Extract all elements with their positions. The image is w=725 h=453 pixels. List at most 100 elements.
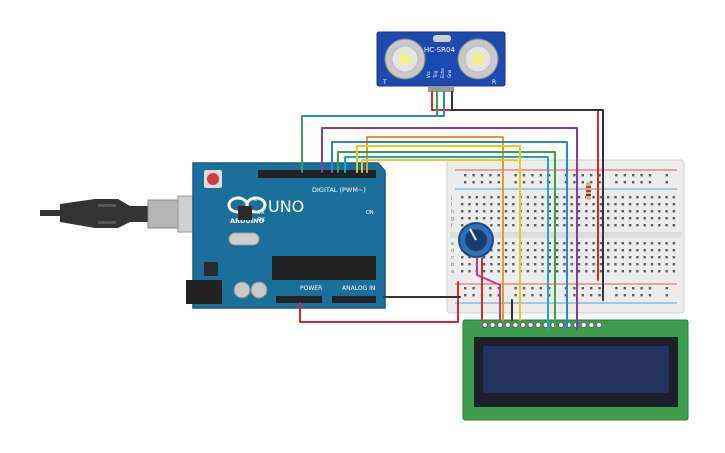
rail-hole[interactable] [548,181,551,184]
breadboard-hole[interactable] [621,242,624,245]
rail-hole[interactable] [581,174,584,177]
breadboard-hole[interactable] [541,210,544,213]
rail-hole[interactable] [489,181,492,184]
breadboard-hole[interactable] [614,217,617,220]
breadboard-hole[interactable] [563,242,566,245]
rail-hole[interactable] [590,294,593,297]
rail-hole[interactable] [480,181,484,184]
breadboard-hole[interactable] [541,263,544,266]
breadboard-hole[interactable] [585,256,588,259]
rail-hole[interactable] [548,294,551,297]
rail-hole[interactable] [489,174,492,177]
breadboard-hole[interactable] [650,210,654,213]
breadboard-hole[interactable] [570,263,573,266]
breadboard-hole[interactable] [658,203,661,206]
breadboard-hole[interactable] [628,270,632,273]
rail-hole[interactable] [573,181,576,184]
breadboard-hole[interactable] [643,256,646,259]
breadboard-hole[interactable] [563,217,566,220]
breadboard-hole[interactable] [636,263,639,266]
rail-hole[interactable] [598,287,601,290]
breadboard-hole[interactable] [650,196,654,199]
breadboard-hole[interactable] [512,224,515,227]
breadboard-hole[interactable] [665,217,668,220]
breadboard-hole[interactable] [541,203,544,206]
breadboard-hole[interactable] [461,256,464,259]
breadboard-hole[interactable] [534,270,537,273]
breadboard-hole[interactable] [482,217,486,220]
lcd-16x2[interactable] [462,319,689,421]
breadboard-hole[interactable] [592,203,595,206]
rail-hole[interactable] [489,287,492,290]
breadboard-hole[interactable] [541,196,544,199]
breadboard-hole[interactable] [555,196,559,199]
breadboard-hole[interactable] [497,256,500,259]
breadboard-hole[interactable] [497,270,500,273]
breadboard-hole[interactable] [526,210,530,213]
breadboard-hole[interactable] [512,242,515,245]
breadboard-hole[interactable] [541,224,544,227]
breadboard-hole[interactable] [512,210,515,213]
rail-hole[interactable] [640,174,643,177]
breadboard-hole[interactable] [475,203,478,206]
breadboard-hole[interactable] [526,263,530,266]
breadboard-hole[interactable] [497,224,500,227]
breadboard-hole[interactable] [672,249,676,252]
wires[interactable] [299,91,604,331]
breadboard-hole[interactable] [592,270,595,273]
breadboard-hole[interactable] [534,210,537,213]
breadboard-hole[interactable] [482,210,486,213]
breadboard-hole[interactable] [665,242,668,245]
breadboard-hole[interactable] [650,270,654,273]
breadboard-hole[interactable] [650,249,654,252]
rail-hole[interactable] [497,181,500,184]
breadboard-hole[interactable] [672,196,676,199]
rail-hole[interactable] [464,174,467,177]
breadboard-hole[interactable] [563,249,566,252]
rail-hole[interactable] [615,287,618,290]
breadboard-hole[interactable] [475,196,478,199]
potentiometer[interactable] [458,222,494,258]
breadboard-hole[interactable] [497,249,500,252]
breadboard-hole[interactable] [621,224,624,227]
rail-hole[interactable] [581,294,584,297]
breadboard-hole[interactable] [461,270,464,273]
rail-hole[interactable] [539,294,542,297]
breadboard-hole[interactable] [643,270,646,273]
breadboard-hole[interactable] [555,203,559,206]
rail-hole[interactable] [472,294,475,297]
breadboard-hole[interactable] [658,256,661,259]
breadboard-hole[interactable] [628,242,632,245]
rail-hole[interactable] [472,181,475,184]
lcd-pin[interactable] [497,321,504,329]
breadboard-hole[interactable] [636,224,639,227]
rail-hole[interactable] [464,294,467,297]
breadboard-hole[interactable] [650,242,654,245]
breadboard-hole[interactable] [490,270,493,273]
breadboard-hole[interactable] [548,210,551,213]
breadboard-hole[interactable] [658,249,661,252]
breadboard-hole[interactable] [672,203,676,206]
breadboard-hole[interactable] [643,217,646,220]
breadboard-hole[interactable] [577,203,581,206]
breadboard-hole[interactable] [607,256,610,259]
rail-hole[interactable] [623,174,626,177]
breadboard-hole[interactable] [577,196,581,199]
breadboard-hole[interactable] [490,224,493,227]
rail-hole[interactable] [640,181,643,184]
breadboard-hole[interactable] [534,263,537,266]
rail-hole[interactable] [590,181,593,184]
breadboard-hole[interactable] [636,249,639,252]
breadboard-hole[interactable] [636,256,639,259]
rail-hole[interactable] [665,174,668,177]
breadboard-hole[interactable] [461,263,464,266]
rail-hole[interactable] [472,174,475,177]
breadboard-hole[interactable] [526,196,530,199]
breadboard-hole[interactable] [475,210,478,213]
breadboard-hole[interactable] [555,210,559,213]
breadboard-hole[interactable] [468,263,471,266]
breadboard-hole[interactable] [672,263,676,266]
breadboard-hole[interactable] [628,224,632,227]
breadboard-hole[interactable] [628,210,632,213]
rail-hole[interactable] [615,294,618,297]
